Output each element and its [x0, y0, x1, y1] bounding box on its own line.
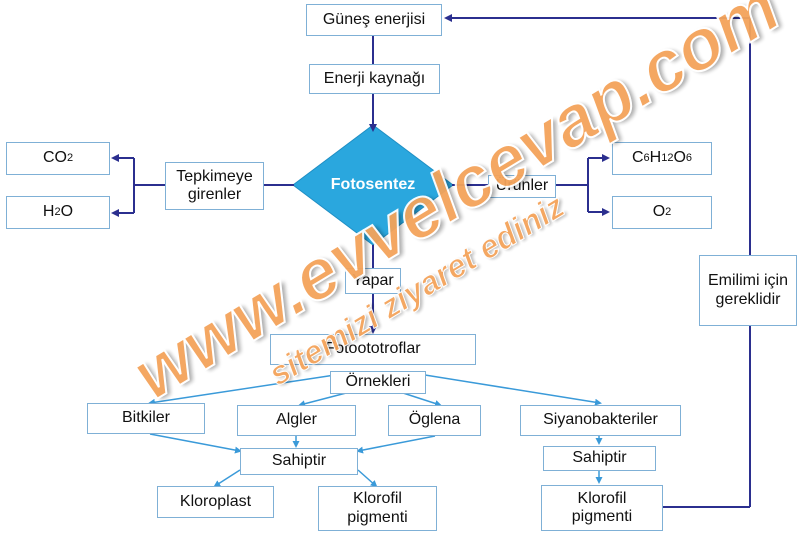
h2o-sub: 2	[54, 206, 61, 219]
node-klorofil-pigmenti-1: Klorofil pigmenti	[318, 486, 437, 531]
node-yapar: Yapar	[345, 268, 401, 294]
node-ornekleri: Örnekleri	[330, 371, 426, 394]
glucose-h: H	[649, 149, 662, 167]
node-oglena: Öglena	[388, 405, 481, 436]
node-urunler: Ürünler	[488, 175, 556, 198]
node-sahiptir-2: Sahiptir	[543, 446, 656, 471]
h2o-o: O	[60, 203, 74, 221]
node-bitkiler: Bitkiler	[87, 403, 205, 434]
node-siyanobakteriler: Siyanobakteriler	[520, 405, 681, 436]
co2-sub: 2	[66, 152, 74, 165]
node-sahiptir-1: Sahiptir	[240, 448, 358, 475]
co2-main: CO	[42, 149, 67, 167]
node-kloroplast: Kloroplast	[157, 486, 274, 518]
glucose-c: C	[631, 149, 644, 167]
node-tepkimeye-girenler: Tepkimeye girenler	[165, 162, 264, 210]
glucose-h-sub: 12	[661, 152, 674, 165]
node-enerji-kaynagi: Enerji kaynağı	[309, 64, 440, 94]
node-gunes-enerjisi: Güneş enerjisi	[306, 4, 442, 36]
fotosentez-label: Fotosentez	[330, 176, 416, 193]
glucose-c-sub: 6	[643, 152, 650, 165]
o2-sub: 2	[665, 206, 672, 219]
h2o-h: H	[42, 203, 55, 221]
light-connectors	[148, 374, 603, 488]
glucose-o-sub: 6	[685, 152, 693, 165]
node-emilimi-icin-gereklidir: Emilimi için gereklidir	[699, 255, 797, 326]
node-klorofil-pigmenti-2: Klorofil pigmenti	[541, 485, 663, 531]
glucose-o: O	[673, 149, 686, 167]
node-algler: Algler	[237, 405, 356, 436]
o2-main: O	[652, 203, 666, 221]
node-fotoototroflar: Fotoototroflar	[270, 334, 476, 365]
